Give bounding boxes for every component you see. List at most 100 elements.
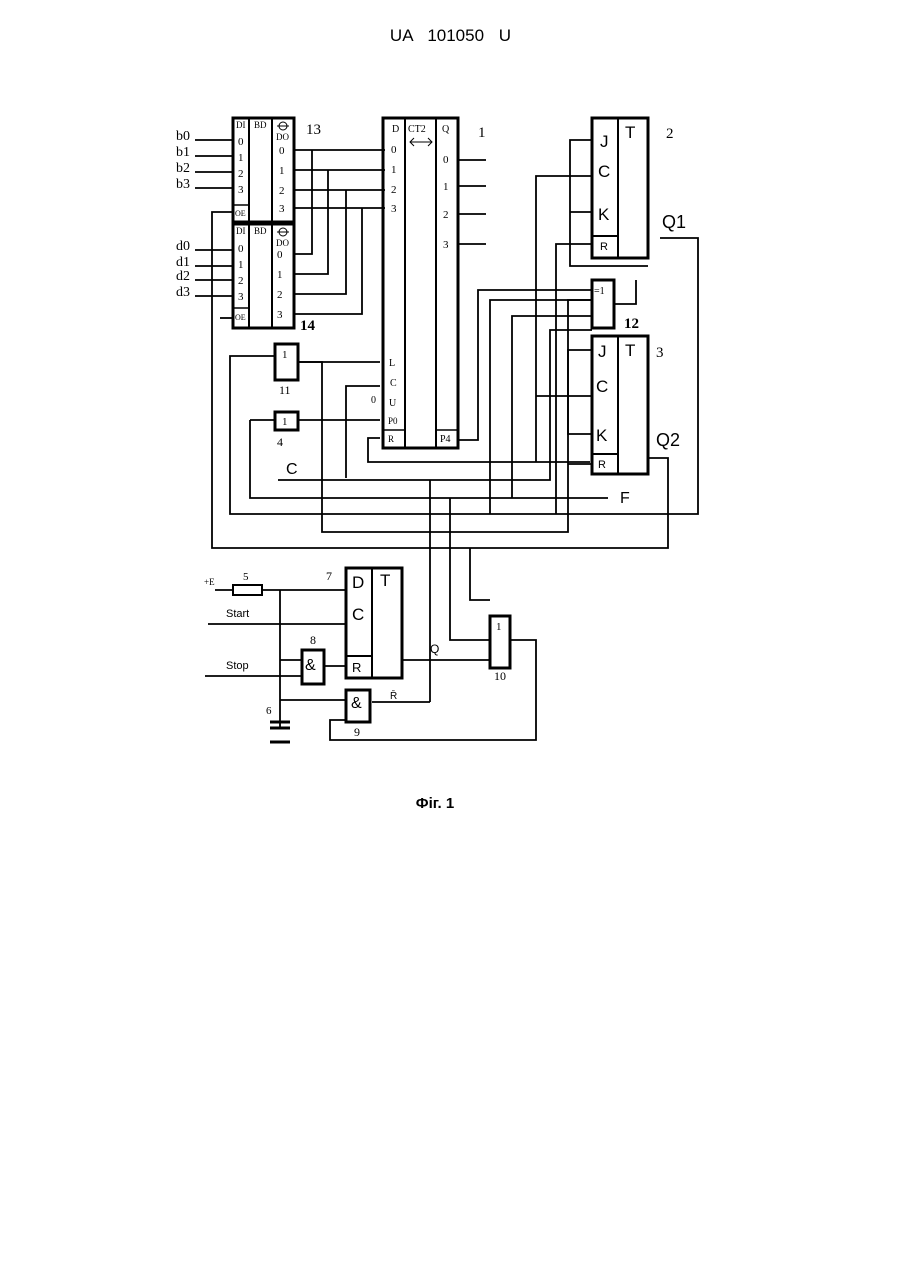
mux14-di-pin: 2 <box>238 275 244 287</box>
ff2-pin-j: J <box>600 132 609 151</box>
ff2-pin-r: R <box>600 241 608 253</box>
and9-symbol: & <box>351 695 362 712</box>
and8-number: 8 <box>310 633 316 647</box>
counter-out-pin: 3 <box>443 239 449 251</box>
counter-in-pin: 1 <box>391 164 397 176</box>
input-d-label: d3 <box>176 285 190 300</box>
counter-title: CT2 <box>408 124 426 135</box>
and-gate-8: & 8 <box>302 633 324 684</box>
mux14-do-pin: 2 <box>277 289 283 301</box>
capacitor-number: 6 <box>266 705 272 717</box>
signal-f-label: F <box>620 490 630 507</box>
counter-in-pin: 2 <box>391 184 397 196</box>
dff7-pin-c: C <box>352 605 364 624</box>
mux14-di: DI <box>236 226 246 236</box>
ff3-output: Q2 <box>656 430 680 450</box>
ff2-output: Q1 <box>662 212 686 232</box>
mux13-do-pin: 2 <box>279 185 285 197</box>
xor-symbol: =1 <box>594 286 605 297</box>
ff3-type: T <box>625 341 635 360</box>
counter-number: 1 <box>478 125 486 141</box>
gate11-symbol: 1 <box>282 349 288 361</box>
mux13-do-pin: 3 <box>279 203 285 215</box>
mux14-do-pin: 1 <box>277 269 283 281</box>
mux13-do-pin: 1 <box>279 165 285 177</box>
mux14-di-pin: 3 <box>238 291 244 303</box>
mux13-di-pin: 3 <box>238 184 244 196</box>
dff7-pin-d: D <box>352 573 364 592</box>
ff2-pin-k: K <box>598 205 610 224</box>
input-d-label: d0 <box>176 239 190 254</box>
input-b-label: b2 <box>176 161 190 176</box>
and9-number: 9 <box>354 725 360 739</box>
counter-ctrl-r: R <box>388 434 394 444</box>
or10-symbol: 1 <box>496 621 502 633</box>
mux14-do: DO <box>276 238 289 248</box>
figure-caption: Фіг. 1 <box>0 795 870 812</box>
ff2-number: 2 <box>666 126 674 142</box>
input-d-label: d1 <box>176 255 190 270</box>
counter-in-pin: 0 <box>391 144 397 156</box>
counter-ctrl-c: C <box>390 378 397 389</box>
counter-q-label: Q <box>442 124 450 135</box>
and8-symbol: & <box>305 657 316 674</box>
dff7-output-r: R̄ <box>390 689 397 702</box>
or10-number: 10 <box>494 669 506 683</box>
counter-ctrl-p0: P0 <box>388 416 398 426</box>
mux14-oe: OE <box>235 313 246 322</box>
input-b-label: b3 <box>176 177 190 192</box>
bidirectional-arrow-icon <box>277 122 289 130</box>
ff3-pin-j: J <box>598 342 607 361</box>
stop-label: Stop <box>226 660 249 672</box>
counter-d-label: D <box>392 124 399 135</box>
bidirectional-arrow-icon <box>277 228 289 236</box>
bidirectional-arrow-icon <box>410 138 432 146</box>
b-inputs: b0 b1 b2 b3 <box>176 129 190 192</box>
mux13-di-pin: 1 <box>238 152 244 164</box>
counter-u-value: 0 <box>371 395 376 406</box>
xor-gate-12: =1 12 <box>592 280 639 332</box>
ff3-pin-k: K <box>596 426 608 445</box>
counter-out-pin: 1 <box>443 181 449 193</box>
or-gate-10: 1 10 <box>490 616 510 683</box>
counter-in-pin: 3 <box>391 203 397 215</box>
gate-4: 1 4 <box>275 412 298 449</box>
signal-c-label: C <box>286 461 298 478</box>
and-gate-9: & 9 <box>346 690 370 739</box>
mux13-do-pin: 0 <box>279 145 285 157</box>
flip-flop-3: T J C K R 3 Q2 <box>592 336 680 474</box>
mux13-do: DO <box>276 132 289 142</box>
dff7-type: T <box>380 571 390 590</box>
mux14-bd: BD <box>254 226 267 236</box>
input-b-label: b1 <box>176 145 190 160</box>
ff3-pin-c: C <box>596 377 608 396</box>
ff3-number: 3 <box>656 345 664 361</box>
capacitor-6: 6 <box>266 705 290 742</box>
mux14-di-pin: 0 <box>238 243 244 255</box>
ff3-pin-r: R <box>598 459 606 471</box>
d-flip-flop-7: T D C R 7 Q R̄ <box>326 568 439 702</box>
ff2-type: T <box>625 123 635 142</box>
dff7-pin-r: R <box>352 660 361 675</box>
mux13-di-pin: 2 <box>238 168 244 180</box>
mux13-number: 13 <box>306 122 321 138</box>
counter-ctrl-l: L <box>389 358 395 369</box>
input-d-label: d2 <box>176 269 190 284</box>
dff7-output-q: Q <box>430 642 439 656</box>
counter-ctrl-u: U <box>389 398 397 409</box>
counter-carry: P4 <box>440 434 451 445</box>
mux13-bd: BD <box>254 120 267 130</box>
mux14-do-pin: 3 <box>277 309 283 321</box>
supply-label: +E <box>204 577 215 587</box>
resistor-5: 5 +E <box>204 571 262 595</box>
flip-flop-2: T J C K R 2 Q1 <box>592 118 686 258</box>
counter-1: D CT2 Q 0 1 2 3 0 1 2 3 L C U P0 R 0 P4 … <box>371 118 486 448</box>
mux14-di-pin: 1 <box>238 259 244 271</box>
mux13-di-pin: 0 <box>238 136 244 148</box>
mux13-di: DI <box>236 120 246 130</box>
gate4-symbol: 1 <box>282 416 288 428</box>
mux14-do-pin: 0 <box>277 249 283 261</box>
ff2-pin-c: C <box>598 162 610 181</box>
dff7-number: 7 <box>326 569 332 583</box>
